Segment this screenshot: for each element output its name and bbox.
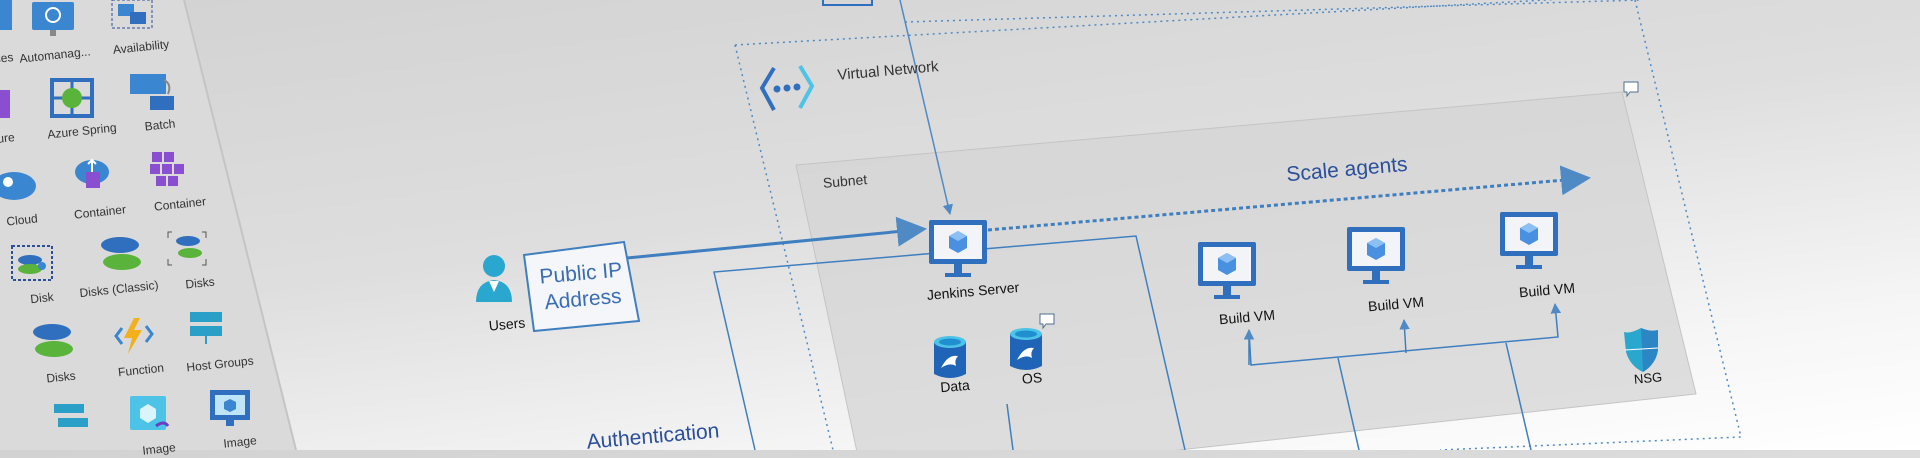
host-groups-icon[interactable] <box>190 312 222 344</box>
users-icon <box>476 255 512 302</box>
palette-item[interactable]: Disk <box>29 289 55 307</box>
image-icon[interactable] <box>210 390 250 426</box>
purple-service-icon[interactable] <box>0 90 10 118</box>
image-definition-icon[interactable] <box>130 396 170 430</box>
os-disk-icon[interactable] <box>1010 328 1042 370</box>
connector-top-to-jenkins <box>899 0 953 216</box>
shape-palette-panel <box>0 0 296 450</box>
upper-boundary <box>904 0 1641 23</box>
public-ip-box[interactable] <box>522 240 641 333</box>
disks-icon[interactable] <box>33 324 73 357</box>
palette-item[interactable]: ces <box>0 50 15 66</box>
scale-agents-arrow <box>987 165 1591 232</box>
upstream-node <box>822 0 873 6</box>
comment-icon[interactable] <box>1039 313 1055 330</box>
palette-edge <box>183 0 297 450</box>
virtual-network-boundary <box>734 0 1559 46</box>
nsg-shield-icon <box>1624 328 1659 372</box>
virtual-network-icon <box>759 64 815 111</box>
availability-set-icon[interactable] <box>111 0 153 29</box>
public-ip-label: Public IP Address <box>538 257 625 316</box>
users-label: Users <box>488 314 526 334</box>
container-registry-icon[interactable] <box>150 152 184 186</box>
service-icon[interactable] <box>0 0 12 30</box>
palette-item[interactable]: Image <box>141 440 177 458</box>
cloud-service-icon[interactable] <box>0 172 36 200</box>
connector-ip-to-jenkins <box>626 216 927 260</box>
server-icon[interactable] <box>54 404 88 427</box>
jenkins-group-box <box>713 235 1186 450</box>
container-instance-icon[interactable] <box>75 158 109 188</box>
function-icon[interactable] <box>114 318 154 354</box>
disks-classic-icon[interactable] <box>101 237 141 270</box>
comment-icon[interactable] <box>1623 81 1639 98</box>
disk-encryption-icon[interactable] <box>11 245 53 281</box>
palette-item[interactable]: ure <box>0 130 16 146</box>
connector-down <box>1006 403 1014 450</box>
nsg-label: NSG <box>1633 369 1663 387</box>
data-disk-label: Data <box>939 376 971 396</box>
data-disk-icon[interactable] <box>934 336 966 378</box>
os-disk-label: OS <box>1021 369 1043 387</box>
automanage-icon[interactable] <box>32 2 74 36</box>
azure-spring-icon[interactable] <box>50 78 94 118</box>
batch-icon[interactable] <box>130 74 174 110</box>
disks-snapshot-icon[interactable] <box>167 231 207 266</box>
build-vm-connectors <box>1243 302 1562 450</box>
